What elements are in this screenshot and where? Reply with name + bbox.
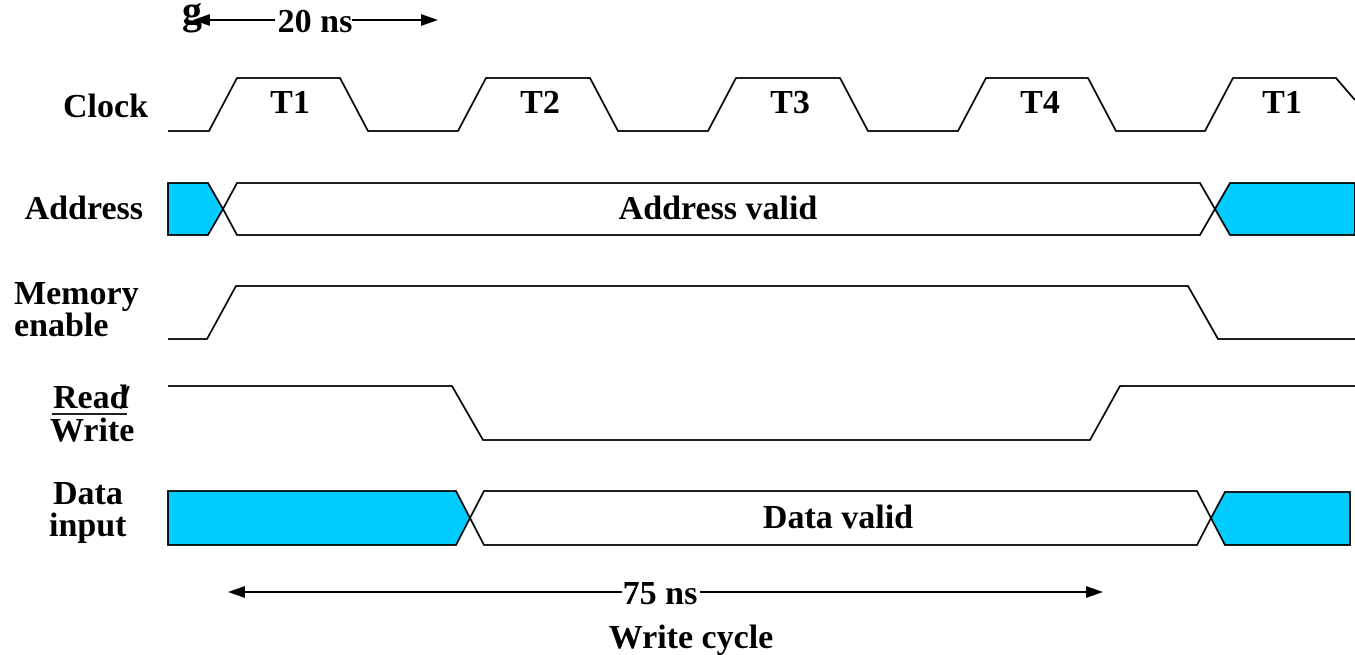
address-invalid-region	[1213, 182, 1355, 236]
read-write-waveform	[168, 385, 1355, 441]
period-arrow: 20 ns	[193, 3, 438, 40]
address-label: Address	[25, 190, 143, 227]
clock-waveform: T1 T2 T3 T4 T1	[168, 77, 1355, 132]
data-input-label-line2: input	[49, 507, 127, 544]
clock-cycle-label: T1	[270, 84, 310, 121]
data-input-bus: Data valid	[167, 490, 1351, 546]
read-slash: /	[119, 379, 130, 416]
data-invalid-region	[1209, 491, 1351, 546]
data-valid-label: Data valid	[763, 499, 913, 536]
data-input-label-line1: Data	[53, 475, 123, 512]
write-label: Write	[50, 412, 134, 449]
period-label: 20 ns	[278, 3, 353, 40]
read-label: Read	[53, 379, 129, 416]
memory-enable-label-line1: Memory	[14, 275, 139, 312]
clock-cycle-label: T4	[1020, 84, 1060, 121]
address-bus: Address valid	[167, 182, 1355, 236]
clock-cycle-label: T3	[770, 84, 810, 121]
clock-cycle-label: T1	[1262, 84, 1302, 121]
clock-cycle-label: T2	[520, 84, 560, 121]
clock-label: Clock	[63, 88, 148, 125]
title-fragment: g	[182, 0, 202, 33]
address-valid-label: Address valid	[619, 190, 818, 227]
memory-enable-waveform	[168, 285, 1355, 340]
cycle-name: Write cycle	[609, 619, 774, 655]
memory-enable-label-line2: enable	[14, 307, 108, 344]
cycle-duration-arrow: 75 ns	[228, 575, 1103, 612]
address-invalid-region	[167, 182, 225, 236]
cycle-duration-label: 75 ns	[623, 575, 698, 612]
data-invalid-region	[167, 490, 472, 546]
